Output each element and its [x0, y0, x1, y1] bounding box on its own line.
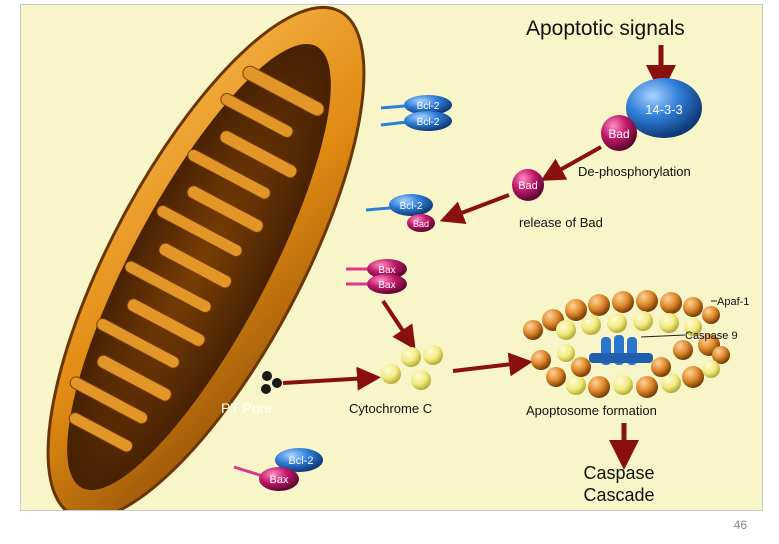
bcl2-pair-top: Bcl-2 Bcl-2 — [380, 95, 452, 131]
arrow-to-apoptosome — [452, 352, 533, 377]
label-bax-a: Bax — [378, 265, 395, 276]
pt-pore-marker — [261, 371, 282, 394]
label-bcl2-bottom: Bcl-2 — [288, 455, 313, 467]
bcl2-bax-pair-bottom: Bcl-2 Bax — [233, 448, 323, 491]
diagram-canvas: PT Pore Apoptotic signals 14-3-3 Bad De-… — [21, 5, 762, 510]
arrow-dephos — [540, 145, 602, 181]
bad-free-ball — [512, 169, 544, 201]
label-bad-top: Bad — [608, 127, 629, 141]
label-bax-b: Bax — [378, 280, 395, 291]
label-bcl2-b: Bcl-2 — [417, 117, 440, 128]
mitochondrion — [46, 5, 366, 510]
label-caspase9: Caspase 9 — [685, 330, 738, 342]
arrow-release-bad — [439, 193, 510, 224]
label-14-3-3: 14-3-3 — [645, 102, 683, 117]
label-cascade: Cascade — [583, 485, 654, 505]
arrow-pore-to-cytochrome — [282, 366, 381, 391]
label-cytochrome-c: Cytochrome C — [349, 401, 432, 416]
label-bad-free: Bad — [518, 180, 538, 192]
apoptosome-cluster — [523, 290, 730, 398]
label-bcl2-a: Bcl-2 — [417, 101, 440, 112]
label-bax-bottom: Bax — [270, 474, 289, 486]
label-caspase: Caspase — [583, 463, 654, 483]
title-apoptotic-signals: Apoptotic signals — [526, 17, 685, 40]
page-number: 46 — [733, 518, 747, 532]
label-apaf1: Apaf-1 — [717, 296, 749, 308]
label-dephosphorylation: De-phosphorylation — [578, 164, 691, 179]
complex-1433-bad: 14-3-3 Bad — [601, 78, 702, 151]
cytochrome-c-balls — [381, 345, 443, 390]
caspase9-pointer — [640, 334, 686, 338]
label-bcl2-c: Bcl-2 — [400, 201, 423, 212]
label-apoptosome-formation: Apoptosome formation — [526, 403, 657, 418]
caspase9-core — [589, 335, 653, 365]
bcl2-bad-pair: Bcl-2 Bad — [365, 194, 435, 232]
pt-pore-label: PT Pore — [221, 400, 272, 416]
label-bad-bound: Bad — [413, 219, 429, 229]
apoptosis-diagram: PT Pore Apoptotic signals 14-3-3 Bad De-… — [20, 4, 763, 511]
label-release-of-bad: release of Bad — [519, 215, 603, 230]
bax-pair: Bax Bax — [346, 259, 407, 294]
arrow-bax-to-cytochrome — [381, 299, 416, 350]
